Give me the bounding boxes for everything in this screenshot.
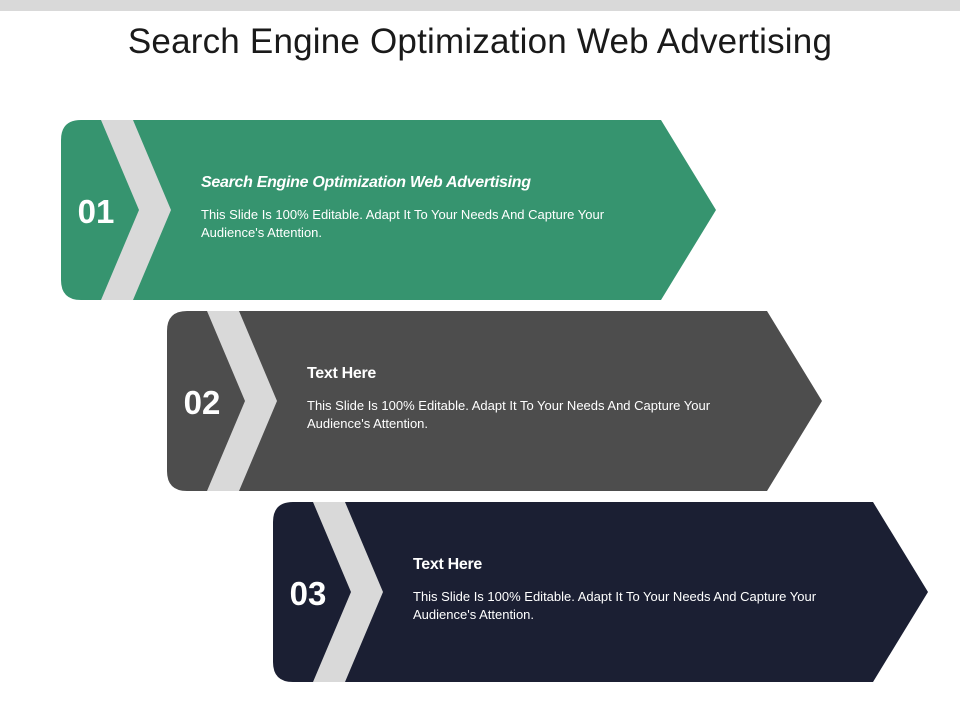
step-1-heading: Search Engine Optimization Web Advertisi… [201,174,531,191]
step-2-number: 02 [183,384,221,421]
step-2-chevron [207,311,277,491]
step-1-body: This Slide Is 100% Editable. Adapt It To… [201,207,605,240]
step-3-body: This Slide Is 100% Editable. Adapt It To… [413,589,817,622]
step-3-arrow-shape [273,502,928,682]
step-1-chevron [101,120,171,300]
step-2-body: This Slide Is 100% Editable. Adapt It To… [307,398,711,431]
step-2: 02 Text Here This Slide Is 100% Editable… [167,311,827,491]
step-3-heading: Text Here [413,556,483,573]
step-2-heading: Text Here [307,365,377,382]
step-1-arrow-shape [61,120,716,300]
step-3-chevron [313,502,383,682]
step-1: 01 Search Engine Optimization Web Advert… [61,120,721,300]
step-3-number: 03 [289,575,327,612]
slide-title: Search Engine Optimization Web Advertisi… [127,22,833,61]
top-bar [0,0,960,11]
step-2-arrow-shape [167,311,822,491]
step-1-number: 01 [77,193,115,230]
step-3: 03 Text Here This Slide Is 100% Editable… [273,502,933,682]
